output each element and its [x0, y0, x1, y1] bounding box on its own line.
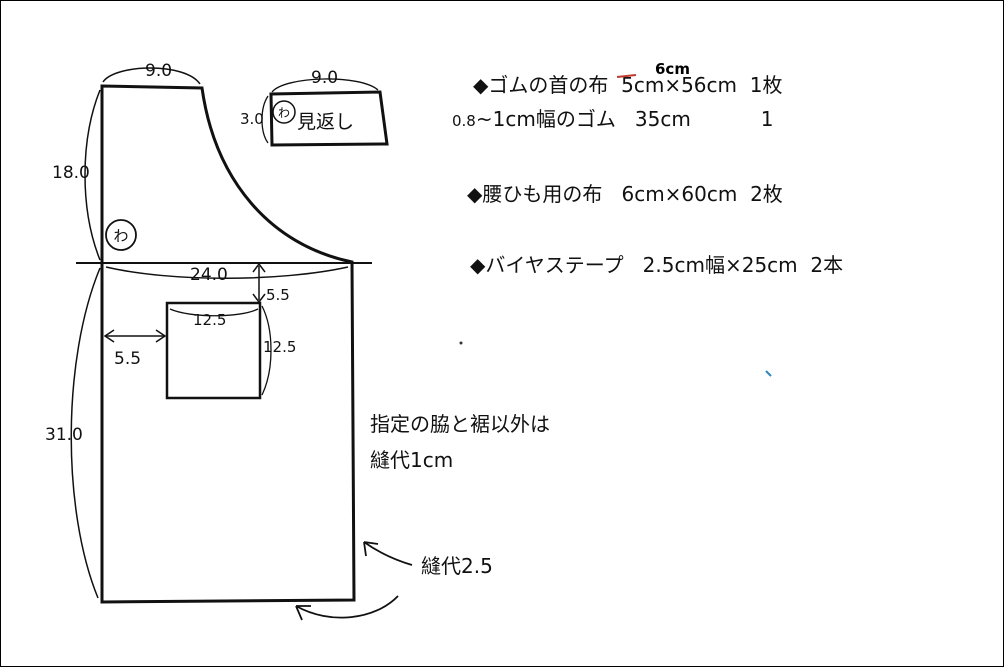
bias-tape-qty: 2本: [810, 253, 844, 277]
elastic-qty: 1: [760, 107, 774, 131]
facing-outline: [269, 90, 389, 147]
lower-height-label: 31.0: [45, 425, 83, 445]
bias-tape-line: ◆バイヤステープ 2.5cm幅×25cm 2本: [470, 253, 843, 277]
elastic-prefix: 0.8: [452, 112, 476, 130]
chest-width-arc: [105, 266, 349, 279]
waist-tie-qty: 2枚: [750, 182, 783, 206]
neck-fabric-line: ◆ゴムの首の布 5cm×56cm 1枚: [473, 73, 782, 97]
upper-height-arc: [84, 89, 101, 261]
waist-tie-label: 腰ひも用の布: [482, 182, 603, 206]
neck-fabric-label: ゴムの首の布: [488, 73, 609, 97]
neck-fabric-size: cm×56cm: [633, 73, 738, 97]
pocket-rect: [165, 301, 262, 400]
neck-size-correction: 6cm: [655, 60, 690, 78]
stray-dot: [459, 341, 463, 345]
waist-tie-line: ◆腰ひも用の布 6cm×60cm 2枚: [467, 182, 783, 206]
facing-fold-mark: わ: [278, 106, 290, 120]
seam-note-line1: 指定の脇と裾以外は: [370, 412, 550, 436]
pocket-height-arc: [261, 305, 272, 396]
arrowheads-left-offset: [103, 329, 167, 343]
diamond-bullet-icon: ◆: [470, 253, 486, 277]
chest-width-label: 24.0: [190, 265, 228, 285]
hem-allowance-note: 縫代2.5: [421, 554, 493, 578]
facing-height-label: 3.0: [240, 110, 264, 128]
diamond-bullet-icon: ◆: [467, 182, 483, 206]
pocket-width-arc: [169, 308, 259, 317]
seam-note-line2: 縫代1cm: [370, 448, 454, 472]
fold-mark-circle: [105, 219, 137, 251]
stray-blue-mark: [765, 370, 772, 377]
pocket-height-label: 12.5: [263, 338, 296, 356]
elastic-label: ~1cm幅のゴム: [475, 107, 616, 131]
elastic-size: 35cm: [634, 107, 691, 131]
diamond-bullet-icon: ◆: [473, 73, 489, 97]
top-width-arc: [102, 67, 201, 85]
facing-width-arc: [271, 78, 379, 93]
pocket-offset-left-label: 5.5: [114, 349, 141, 369]
facing-height-arc: [261, 95, 269, 144]
arrowheads-top-offset: [252, 262, 266, 304]
facing-label: 見返し: [297, 111, 354, 133]
top-width-label: 9.0: [145, 61, 172, 81]
facing-fold-mark-circle: [272, 100, 296, 124]
bias-tape-size: 2.5cm幅×25cm: [642, 253, 798, 277]
waist-tie-size: 6cm×60cm: [621, 182, 738, 206]
bias-tape-label: バイヤステープ: [485, 253, 624, 277]
upper-height-label: 18.0: [52, 163, 90, 183]
pocket-width-label: 12.5: [193, 311, 226, 329]
elastic-line: 0.8~1cm幅のゴム 35cm 1: [452, 107, 774, 133]
struck-value: 5: [621, 73, 634, 97]
lower-height-arc: [70, 267, 101, 599]
apron-outline: [100, 84, 356, 604]
side-allowance-arrow: [363, 541, 413, 566]
fold-mark: わ: [113, 227, 128, 245]
hem-allowance-arrow: [295, 595, 399, 621]
pocket-offset-top-label: 5.5: [266, 286, 290, 304]
neck-fabric-qty: 1枚: [749, 73, 783, 97]
facing-width-label: 9.0: [311, 68, 338, 88]
